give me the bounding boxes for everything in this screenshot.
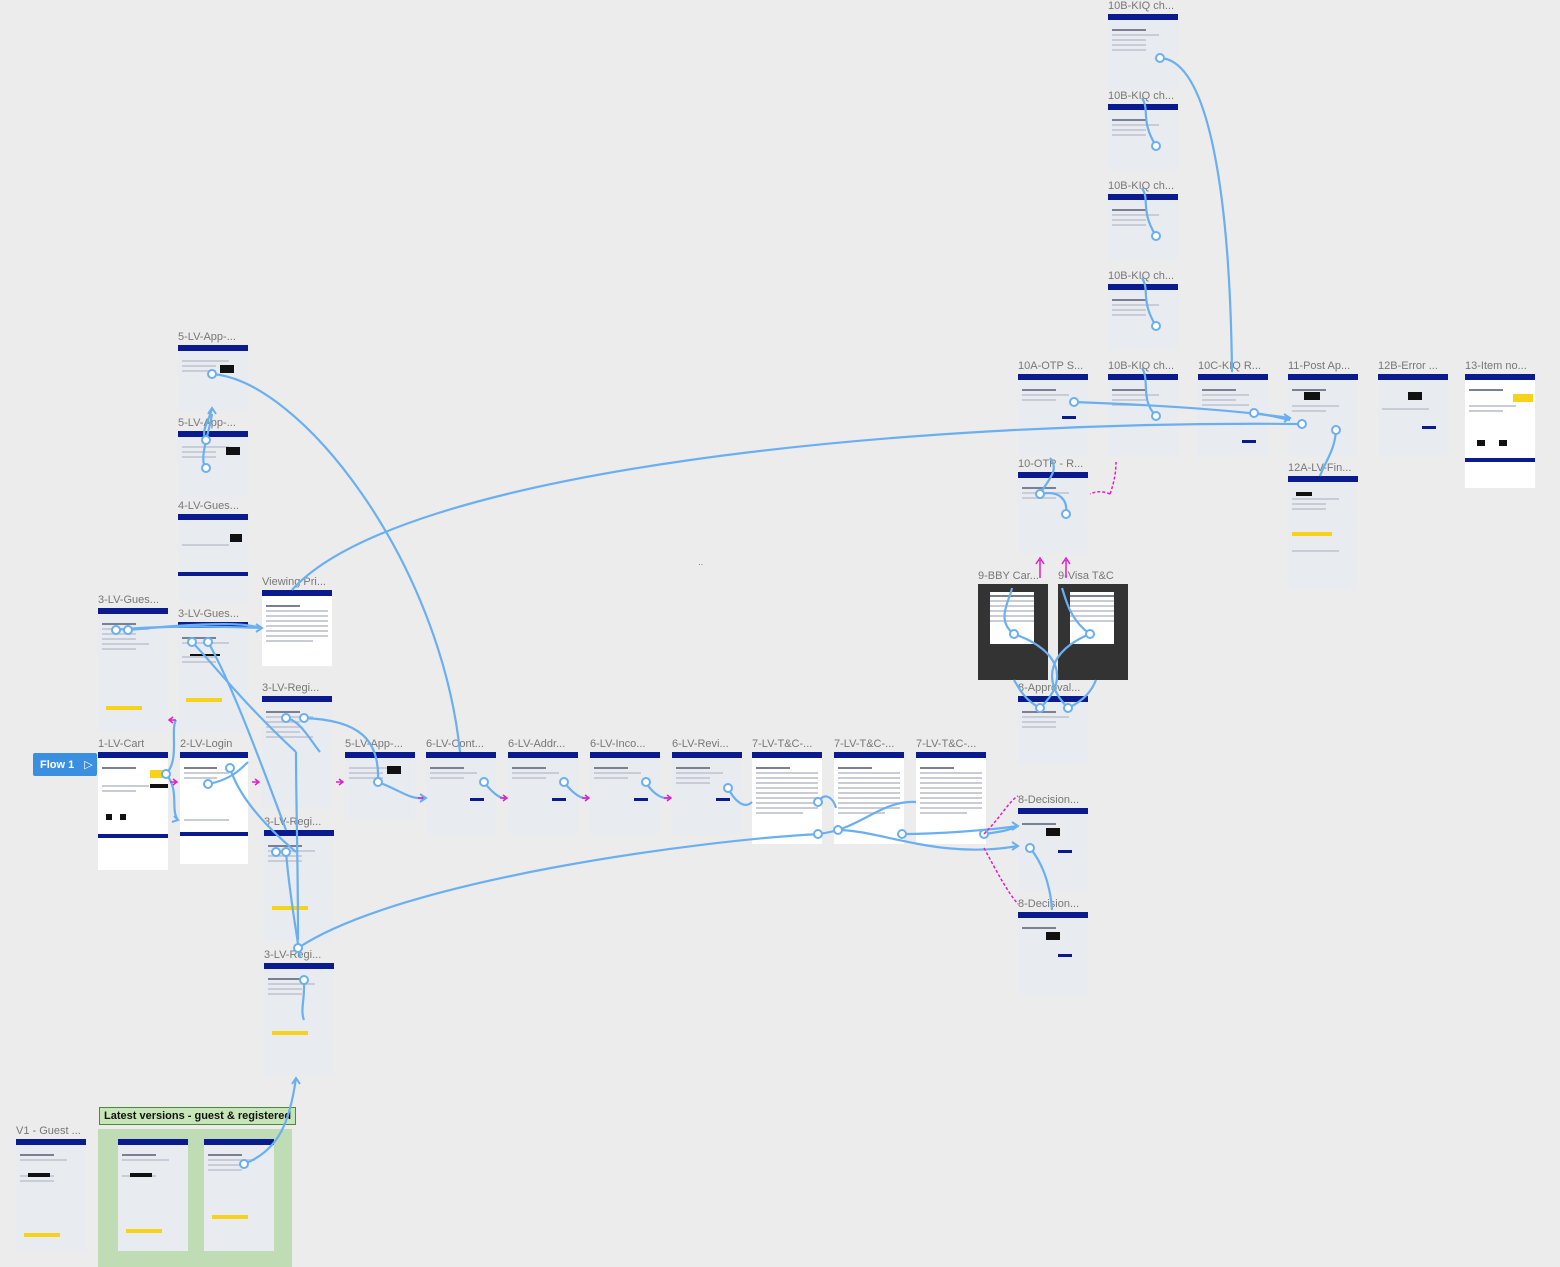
frame-4-lv-guest[interactable]: 4-LV-Gues... (178, 500, 248, 602)
frame-7-lv-tc-2[interactable]: 7-LV-T&C-... (834, 738, 904, 844)
frame-6-lv-address[interactable]: 6-LV-Addr... (508, 738, 578, 834)
frame-3-lv-guest-2[interactable]: 3-LV-Gues... (178, 608, 248, 734)
frame-title: 1-LV-Cart (98, 738, 145, 750)
frame-10b-kiq-4[interactable]: 10B-KIQ ch... (1108, 270, 1178, 350)
frame-7-lv-tc-1[interactable]: 7-LV-T&C-... (752, 738, 822, 844)
frame-12b-error[interactable]: 12B-Error ... (1378, 360, 1448, 456)
frame-5-lv-app-3[interactable]: 5-LV-App-... (345, 738, 415, 818)
frame-title: Viewing Pri... (262, 576, 326, 588)
frame-title: 5-LV-App-... (178, 331, 236, 343)
frame-title: 6-LV-Inco... (590, 738, 646, 750)
frame-title: V1 - Guest ... (16, 1125, 81, 1137)
frame-title: 6-LV-Addr... (508, 738, 566, 750)
frame-11-post-approval[interactable]: 11-Post Ap... (1288, 360, 1358, 456)
frame-10a-otp[interactable]: 10A-OTP S... (1018, 360, 1088, 456)
frame-title: 10A-OTP S... (1018, 360, 1084, 372)
frame-3-lv-guest-1[interactable]: 3-LV-Gues... (98, 594, 168, 732)
stray-mark: ·· (698, 560, 704, 569)
frame-3-lv-registered-1[interactable]: 3-LV-Regi... (262, 682, 332, 808)
frame-title: 6-LV-Cont... (426, 738, 484, 750)
frame-5-lv-app-2[interactable]: 5-LV-App-... (178, 417, 248, 497)
flow-label: Flow 1 (40, 758, 75, 771)
frame-10b-kiq-5[interactable]: 10B-KIQ ch... (1108, 360, 1178, 456)
frame-title: 9-Visa T&C (1058, 570, 1114, 582)
frame-6-lv-contact[interactable]: 6-LV-Cont... (426, 738, 496, 834)
frame-title: 4-LV-Gues... (178, 500, 239, 512)
frame-title: 3-LV-Regi... (262, 682, 320, 694)
play-triangle-icon: ▷ (84, 759, 93, 771)
frame-8-decision-1[interactable]: 8-Decision... (1018, 794, 1088, 890)
frame-10-otp-r[interactable]: 10-OTP - R... (1018, 458, 1088, 554)
frame-8-decision-2[interactable]: 8-Decision... (1018, 898, 1088, 994)
frame-8-approval[interactable]: 8-Approval... (1018, 682, 1088, 764)
frame-3-lv-registered-2[interactable]: 3-LV-Regi... (264, 816, 334, 942)
frame-title: 8-Approval... (1018, 682, 1081, 694)
frame-title: 6-LV-Revi... (672, 738, 729, 750)
frame-12a-lv-final[interactable]: 12A-LV-Fin... (1288, 462, 1358, 590)
section-label[interactable]: Latest versions - guest & registered (99, 1107, 297, 1125)
frame-title: 8-Decision... (1018, 794, 1080, 806)
frame-9-visa-tc[interactable]: 9-Visa T&C (1058, 570, 1128, 680)
frame-title: 10B-KIQ ch... (1108, 360, 1175, 372)
frame-title: 7-LV-T&C-... (834, 738, 895, 750)
frame-title: 8-Decision... (1018, 898, 1080, 910)
frame-title: 10B-KIQ ch... (1108, 180, 1175, 192)
frame-title: 10C-KIQ R... (1198, 360, 1261, 372)
frame-title: 11-Post Ap... (1288, 360, 1351, 372)
frame-title: 12B-Error ... (1378, 360, 1438, 372)
frame-latest-registered[interactable] (204, 1139, 274, 1251)
frame-title: 12A-LV-Fin... (1288, 462, 1352, 474)
flow-start-button[interactable]: Flow 1 ▷ (33, 753, 97, 776)
frame-title: 10B-KIQ ch... (1108, 90, 1175, 102)
frame-latest-guest[interactable] (118, 1139, 188, 1251)
frame-7-lv-tc-3[interactable]: 7-LV-T&C-... (916, 738, 986, 844)
frame-title: 10B-KIQ ch... (1108, 270, 1175, 282)
blue-arrowheads (171, 406, 1292, 1085)
frame-v1-guest[interactable]: V1 - Guest ... (16, 1125, 86, 1251)
frame-10b-kiq-1[interactable]: 10B-KIQ ch... (1108, 0, 1178, 90)
frame-title: 7-LV-T&C-... (916, 738, 977, 750)
frame-title: 9-BBY Car... (978, 570, 1039, 582)
frame-title: 3-LV-Regi... (264, 816, 322, 828)
frame-5-lv-app-1[interactable]: 5-LV-App-... (178, 331, 248, 411)
frame-title: 10B-KIQ ch... (1108, 0, 1175, 12)
frame-title: 5-LV-App-... (345, 738, 403, 750)
frame-10c-kiq[interactable]: 10C-KIQ R... (1198, 360, 1268, 456)
frame-title: 5-LV-App-... (178, 417, 236, 429)
frame-2-lv-login[interactable]: 2-LV-Login (180, 738, 248, 864)
frame-title: 10-OTP - R... (1018, 458, 1084, 470)
frame-title: 2-LV-Login (180, 738, 233, 750)
frame-9-bby-card-tc[interactable]: 9-BBY Car... (978, 570, 1048, 680)
frame-10b-kiq-3[interactable]: 10B-KIQ ch... (1108, 180, 1178, 260)
frame-viewing-privacy[interactable]: Viewing Pri... (262, 576, 332, 666)
frame-6-lv-income[interactable]: 6-LV-Inco... (590, 738, 660, 834)
frame-6-lv-review[interactable]: 6-LV-Revi... (672, 738, 742, 834)
frame-10b-kiq-2[interactable]: 10B-KIQ ch... (1108, 90, 1178, 170)
frame-title: 3-LV-Gues... (178, 608, 239, 620)
frame-title: 13-Item no... (1465, 360, 1527, 372)
frame-title: 3-LV-Regi... (264, 949, 322, 961)
frame-3-lv-registered-3[interactable]: 3-LV-Regi... (264, 949, 334, 1075)
frame-13-item-not-eligible[interactable]: 13-Item no... (1465, 360, 1535, 488)
frame-title: 7-LV-T&C-... (752, 738, 813, 750)
frame-title: 3-LV-Gues... (98, 594, 159, 606)
frame-1-lv-cart[interactable]: 1-LV-Cart (98, 738, 168, 870)
